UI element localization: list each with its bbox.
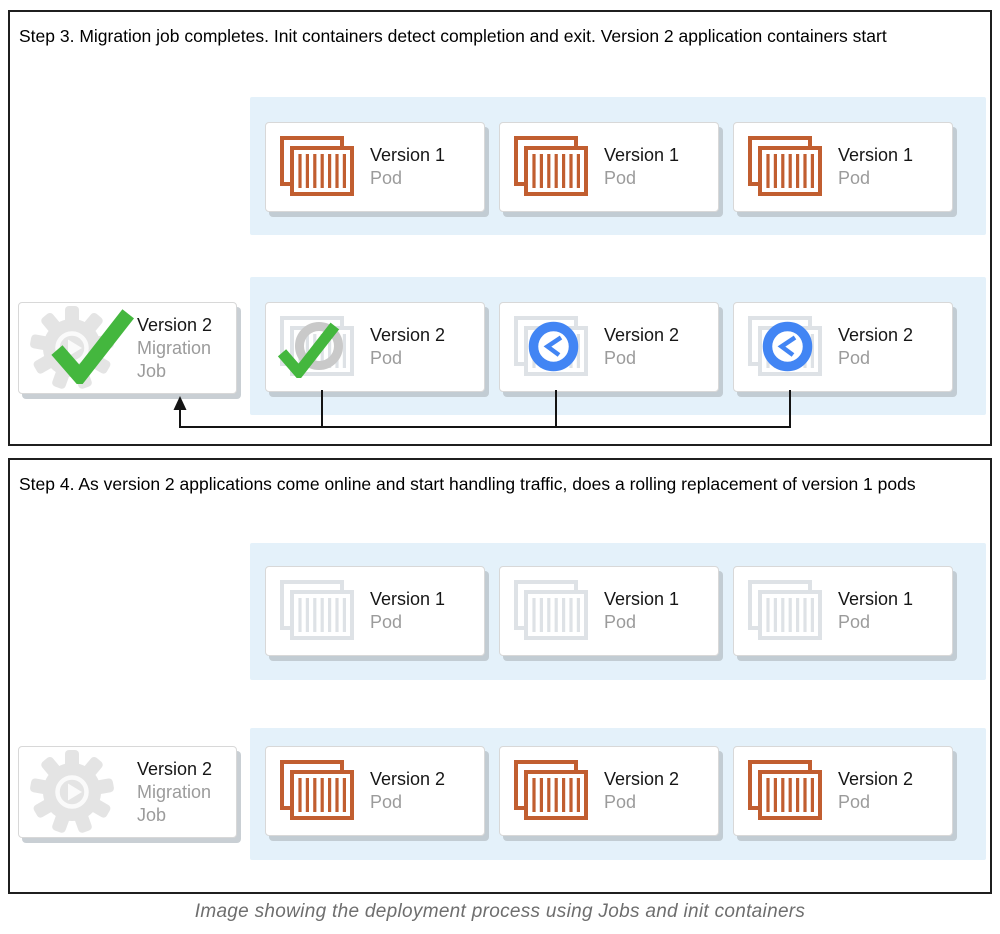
- pod-card-subtitle: Pod: [370, 792, 403, 812]
- pod-card-title: Version 2: [838, 769, 914, 789]
- containers-faded-icon: [748, 580, 822, 640]
- pod-card: Version 1 Pod: [499, 122, 719, 212]
- pod-card: Version 1 Pod: [499, 566, 719, 656]
- pod-card-subtitle: Pod: [370, 612, 403, 632]
- pod-card-labels: Version 2 Pod: [370, 768, 445, 814]
- completed-ring-icon: [295, 322, 343, 370]
- migration-job-card-title: Version 2: [137, 758, 213, 779]
- pod-card-labels: Version 2 Pod: [370, 324, 445, 370]
- migration-job-card: Version 2 Migration Job: [18, 746, 237, 838]
- pod-card-icon-wrap: [277, 316, 358, 378]
- pod-card: Version 2 Pod: [733, 302, 953, 392]
- pod-card-labels: Version 2 Pod: [838, 768, 913, 814]
- arrowhead-icon: [173, 396, 187, 410]
- pod-card: Version 2 Pod: [265, 302, 485, 392]
- check-icon: [51, 309, 135, 384]
- containers-icon: [748, 760, 822, 820]
- containers-icon: [280, 136, 354, 196]
- pod-card-subtitle: Pod: [604, 792, 637, 812]
- pod-card-icon-wrap: [514, 760, 592, 822]
- containers-faded-icon: [514, 580, 588, 640]
- check-icon: [277, 322, 340, 378]
- containers-faded-icon: [280, 580, 354, 640]
- pod-card-title: Version 2: [838, 325, 914, 345]
- waiting-clock-icon: [528, 321, 579, 372]
- pod-card-icon-wrap: [280, 580, 358, 642]
- pod-card-subtitle: Pod: [604, 348, 637, 368]
- pod-card-subtitle: Pod: [838, 792, 871, 812]
- pod-card-subtitle: Pod: [370, 168, 403, 188]
- migration-job-card-subtitle: Migration Job: [137, 337, 212, 381]
- step4-panel: Step 4. As version 2 applications come o…: [8, 458, 992, 894]
- pod-card-title: Version 1: [838, 589, 914, 609]
- pod-card-title: Version 1: [370, 589, 446, 609]
- pod-card-icon-wrap: [514, 580, 592, 642]
- pod-card-labels: Version 1 Pod: [838, 144, 913, 190]
- containers-icon: [514, 136, 588, 196]
- pod-card: Version 2 Pod: [733, 746, 953, 836]
- pod-card-icon-wrap: [748, 136, 826, 198]
- pod-card-icon-wrap: [514, 136, 592, 198]
- migration-job-card: Version 2 Migration Job: [18, 302, 237, 394]
- pod-card: Version 1 Pod: [265, 566, 485, 656]
- pod-card-title: Version 2: [370, 325, 446, 345]
- pod-card-icon-wrap: [748, 580, 826, 642]
- pod-card-labels: Version 1 Pod: [604, 588, 679, 634]
- migration-job-card-labels: Version 2 Migration Job: [137, 758, 236, 827]
- pod-card: Version 2 Pod: [499, 746, 719, 836]
- pod-card: Version 2 Pod: [265, 746, 485, 836]
- pod-card-labels: Version 2 Pod: [838, 324, 913, 370]
- pod-card-title: Version 2: [370, 769, 446, 789]
- pod-card-title: Version 2: [604, 325, 680, 345]
- pod-card: Version 1 Pod: [733, 566, 953, 656]
- pod-card-subtitle: Pod: [838, 348, 871, 368]
- pod-card-title: Version 1: [838, 145, 914, 165]
- pod-card-icon-wrap: [748, 760, 826, 822]
- migration-job-card-subtitle: Migration Job: [137, 781, 212, 825]
- step3-title: Step 3. Migration job completes. Init co…: [19, 26, 887, 46]
- step3-canvas: Version 1 Pod Version 1 Pod Version 1 Po…: [10, 12, 990, 444]
- pod-card: Version 2 Pod: [499, 302, 719, 392]
- pod-card-title: Version 1: [604, 145, 680, 165]
- pod-card-labels: Version 2 Pod: [604, 768, 679, 814]
- containers-icon: [748, 136, 822, 196]
- migration-job-card-labels: Version 2 Migration Job: [137, 314, 236, 383]
- pod-card-labels: Version 1 Pod: [370, 144, 445, 190]
- pod-card-subtitle: Pod: [838, 168, 871, 188]
- pod-card-labels: Version 1 Pod: [370, 588, 445, 634]
- pod-card: Version 1 Pod: [265, 122, 485, 212]
- pod-card-icon-wrap: [514, 316, 592, 378]
- step3-panel: Step 3. Migration job completes. Init co…: [8, 10, 992, 446]
- pod-card-labels: Version 1 Pod: [604, 144, 679, 190]
- pod-card: Version 1 Pod: [733, 122, 953, 212]
- pod-card-title: Version 2: [604, 769, 680, 789]
- migration-job-card-title: Version 2: [137, 314, 213, 335]
- step4-canvas: Version 1 Pod Version 1 Pod Version 1 Po…: [10, 460, 990, 892]
- containers-icon: [514, 760, 588, 820]
- pod-card-title: Version 1: [604, 589, 680, 609]
- containers-icon: [280, 760, 354, 820]
- pod-card-subtitle: Pod: [604, 612, 637, 632]
- pod-card-subtitle: Pod: [604, 168, 637, 188]
- pod-card-subtitle: Pod: [838, 612, 871, 632]
- migration-job-card-icon-wrap: [27, 305, 135, 391]
- pod-card-icon-wrap: [280, 760, 358, 822]
- migration-job-card-icon-wrap: [27, 749, 125, 835]
- pod-card-subtitle: Pod: [370, 348, 403, 368]
- pod-card-labels: Version 2 Pod: [604, 324, 679, 370]
- gear-icon: [30, 750, 114, 833]
- pod-card-icon-wrap: [748, 316, 826, 378]
- waiting-clock-icon: [762, 321, 813, 372]
- pod-card-title: Version 1: [370, 145, 446, 165]
- step4-title: Step 4. As version 2 applications come o…: [19, 474, 916, 494]
- pod-card-icon-wrap: [280, 136, 358, 198]
- image-caption: Image showing the deployment process usi…: [194, 901, 806, 922]
- pod-card-labels: Version 1 Pod: [838, 588, 913, 634]
